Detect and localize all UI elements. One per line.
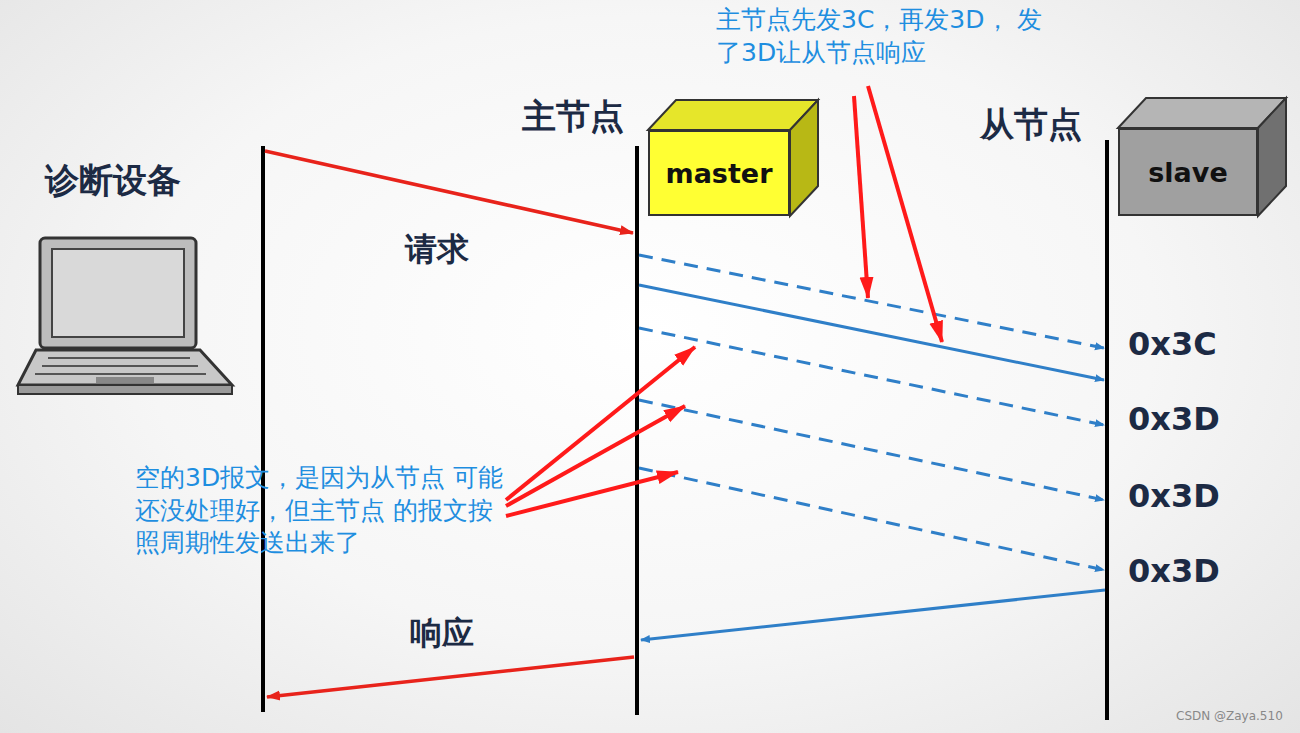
master-cube: [648, 100, 818, 216]
request-arrow: [265, 151, 633, 233]
leader-arrow: [506, 406, 685, 506]
annotation: 主节点先发3C，再发3D， 发了3D让从节点响应: [716, 4, 1056, 69]
leader-arrow: [506, 347, 695, 500]
frame-id: 0x3D: [1128, 477, 1220, 515]
slave-box: 从节点slave: [1118, 128, 1258, 216]
laptop-icon: [18, 238, 232, 394]
node-heading: 主节点: [522, 94, 624, 140]
slave-cube: [1118, 98, 1286, 216]
dashed-message: [639, 468, 1104, 570]
dashed-message: [639, 255, 1104, 348]
annotation: 空的3D报文，是因为从节点 可能还没处理好，但主节点 的报文按照周期性发送出来了: [135, 462, 505, 560]
master-box: 主节点master: [648, 130, 790, 216]
leader-arrow: [868, 86, 942, 342]
message-label: 响应: [410, 612, 474, 656]
device-title: 诊断设备: [45, 158, 181, 204]
frame-id: 0x3D: [1128, 552, 1220, 590]
response-message: [641, 590, 1105, 640]
response-arrow: [267, 657, 634, 697]
node-label: master: [666, 158, 773, 189]
dashed-message: [639, 328, 1104, 425]
lifeline: [261, 146, 265, 712]
node-heading: 从节点: [980, 102, 1082, 148]
frame-id: 0x3D: [1128, 400, 1220, 438]
dashed-message: [639, 400, 1104, 500]
solid-message: [639, 285, 1104, 380]
leader-arrow: [506, 472, 678, 516]
lifeline: [1105, 140, 1109, 720]
watermark: CSDN @Zaya.510: [1176, 709, 1283, 723]
message-label: 请求: [405, 228, 469, 272]
leader-arrow: [854, 96, 868, 298]
frame-id: 0x3C: [1128, 325, 1217, 363]
node-label: slave: [1148, 157, 1227, 188]
